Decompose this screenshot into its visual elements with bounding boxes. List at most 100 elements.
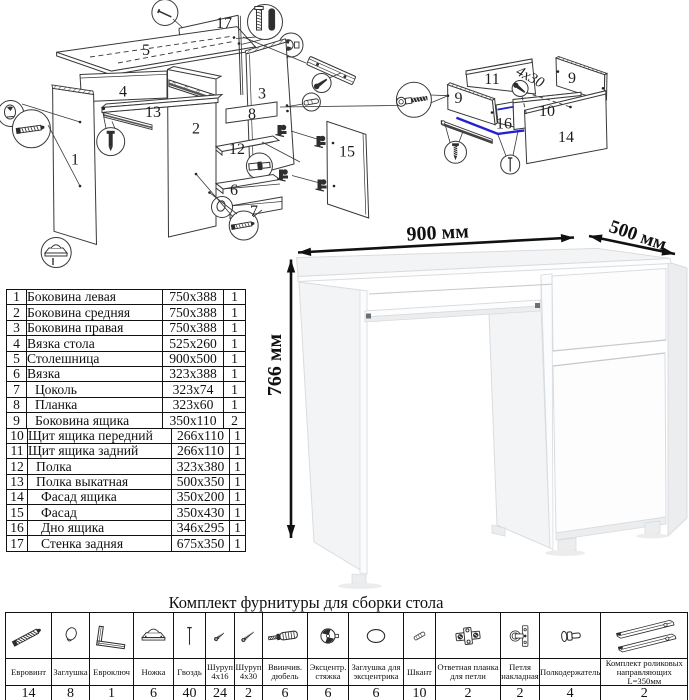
slides-icon [616, 619, 677, 652]
edge-line [240, 39, 263, 45]
hole-dot [490, 111, 494, 114]
part-size: 323x388 [162, 365, 224, 383]
drawing-group [241, 631, 254, 642]
edge-line [256, 26, 262, 29]
panel-8-plank [225, 101, 278, 124]
part-number: 1 [6, 288, 27, 306]
panel-face [453, 155, 458, 161]
panel-face [215, 145, 223, 157]
part-label-p5: 5 [142, 42, 150, 59]
hinge-icon [314, 135, 326, 149]
circle-shape [319, 135, 326, 142]
part-number: 17 [6, 535, 28, 552]
part-name: Планка [26, 396, 163, 414]
edge-line [619, 621, 672, 636]
edge-line [242, 638, 244, 641]
edge-line [178, 28, 181, 36]
drawing-group [248, 161, 271, 171]
part-qty: 1 [229, 535, 246, 552]
hardware-icon-cell [51, 612, 90, 659]
panel-face [488, 305, 551, 549]
callout-circle [151, 0, 179, 26]
panel-face [188, 642, 191, 646]
edge-line [552, 352, 666, 367]
drawing-group [141, 628, 166, 641]
edge-line [282, 632, 285, 640]
edge-line [362, 133, 367, 215]
edge-line [98, 625, 102, 645]
edge-line [293, 630, 295, 638]
circle-shape [523, 640, 527, 644]
part-shape [257, 161, 263, 171]
part-name: Боковина правая [26, 319, 163, 337]
drawing-group [267, 630, 298, 640]
hardware-item-qty: 2 [435, 685, 501, 700]
hexkey-icon [96, 625, 126, 649]
part-shape [636, 533, 668, 539]
part-shape [452, 143, 459, 146]
part-shape [366, 628, 386, 643]
drawing-group [415, 632, 423, 639]
edge-line [15, 639, 21, 643]
drawing-group [213, 632, 225, 641]
highlight-line [455, 116, 525, 136]
part-shape [261, 161, 271, 169]
hardware-item-qty: 1 [89, 685, 134, 700]
part-label-p10: 10 [539, 103, 555, 120]
hole-dot [569, 105, 572, 109]
part-number: 7 [6, 381, 27, 398]
part-label-p12: 12 [229, 141, 245, 158]
panel-face [644, 520, 661, 536]
part-shape [279, 169, 283, 180]
drawing-group [313, 78, 328, 90]
edge-line [256, 20, 262, 23]
hinge-icon [509, 624, 529, 647]
hardware-icon-cell [89, 612, 134, 659]
hardware-icon-cell [538, 612, 602, 659]
hole-dot [601, 87, 605, 90]
part-label-p11: 11 [484, 71, 499, 88]
part-number: 6 [6, 365, 27, 383]
edge-line [21, 103, 81, 123]
edge-line [229, 201, 283, 207]
edge-line [102, 112, 107, 129]
edge-line [307, 100, 309, 105]
hardware-item-qty: 6 [262, 685, 308, 700]
part-size: 900x500 [162, 350, 224, 367]
part-shape [4, 104, 16, 120]
circle-shape [665, 636, 670, 641]
edge-line [453, 151, 458, 155]
panel-face [540, 273, 554, 551]
part-qty: 1 [223, 365, 246, 383]
panel-face [317, 78, 328, 87]
part-number: 2 [6, 304, 27, 321]
edge-line [270, 635, 273, 639]
hardware-item-name: Петля накладная [500, 657, 540, 687]
edge-line [274, 635, 277, 639]
part-shape [561, 630, 568, 642]
edge-line [588, 234, 676, 256]
edge-line [275, 133, 285, 138]
part-size: 350x110 [162, 412, 224, 429]
drawing-group [455, 626, 481, 645]
part-size: 350x430 [171, 504, 230, 521]
edge-line [420, 632, 423, 637]
hardware-icon-cell [435, 612, 501, 659]
edge-line [33, 126, 36, 131]
part-label-p6: 6 [230, 182, 238, 199]
circle-shape [325, 633, 331, 638]
circle-shape [523, 634, 527, 637]
hardware-icon-cell [403, 612, 436, 659]
part-size: 323x60 [162, 396, 224, 414]
part-number: 13 [6, 473, 28, 491]
part-shape [322, 628, 331, 635]
edge-line [244, 222, 247, 227]
